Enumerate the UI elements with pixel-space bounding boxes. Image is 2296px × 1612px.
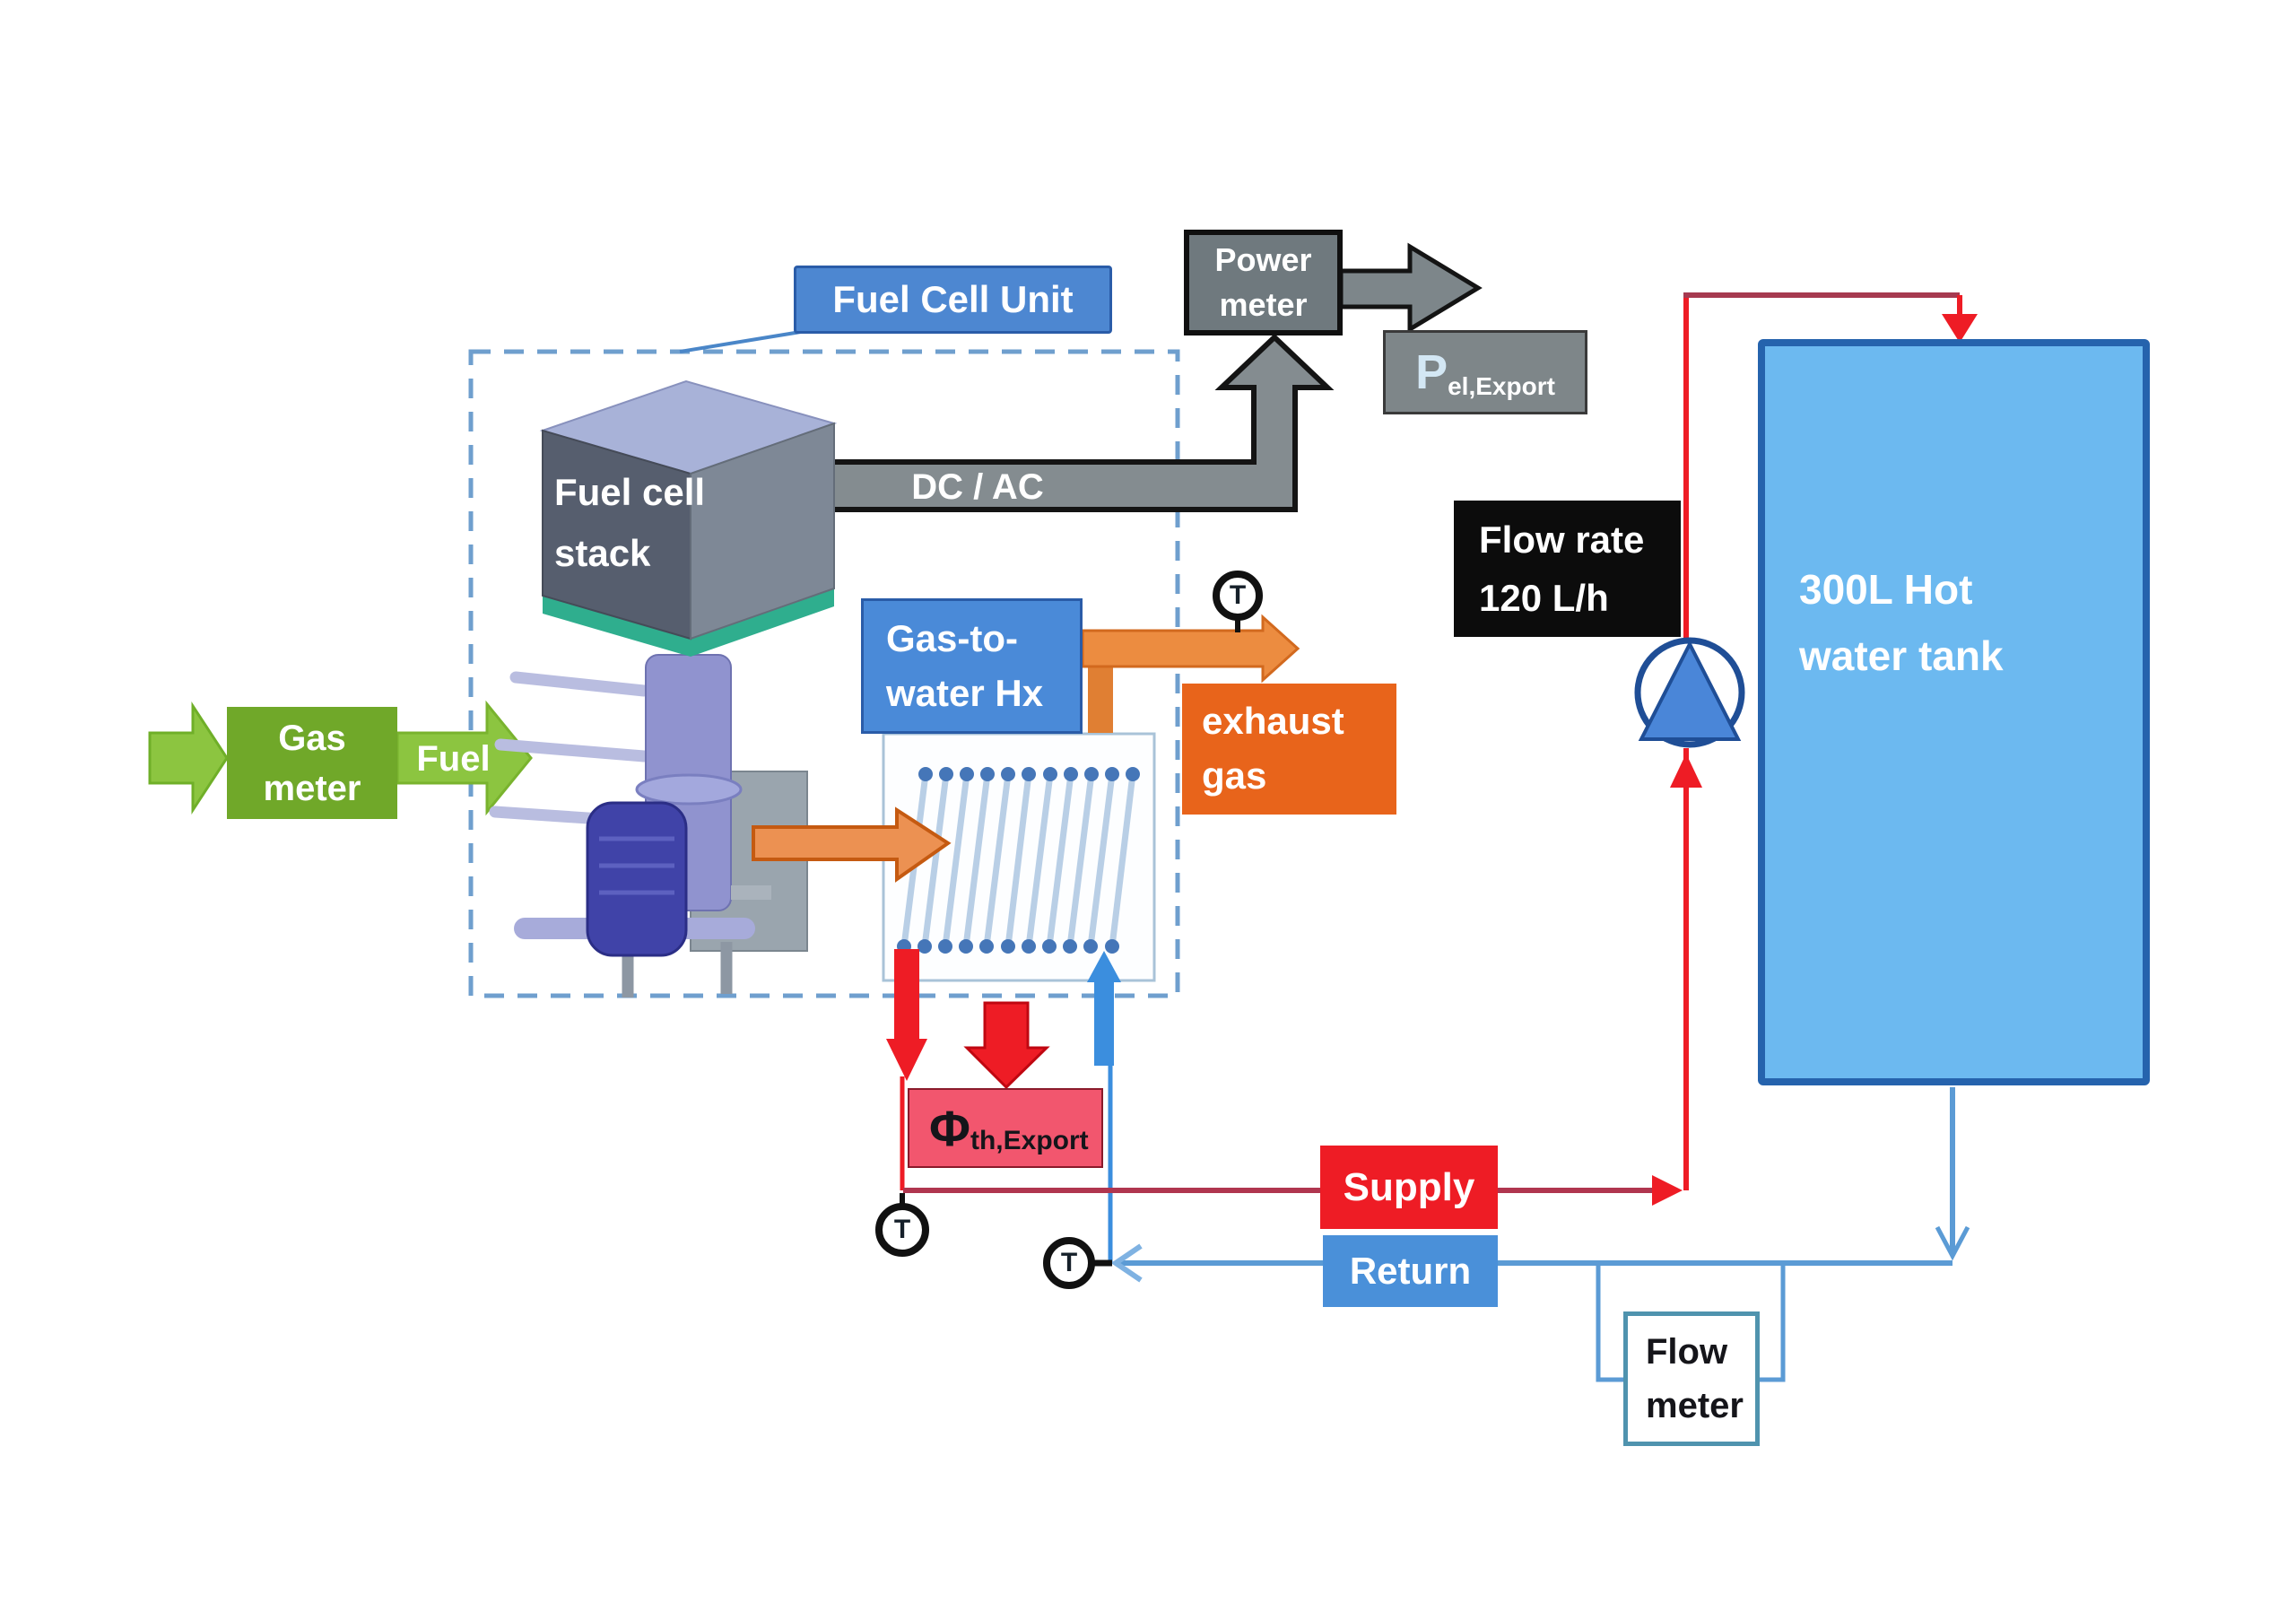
hx-label-line2: water Hx xyxy=(886,671,1044,714)
supply-temp-sensor-icon xyxy=(875,1203,929,1257)
stack-teal-band xyxy=(543,588,834,657)
fuel-cell-unit-label: Fuel Cell Unit xyxy=(794,266,1112,334)
flow-rate-line1: Flow rate xyxy=(1479,518,1645,561)
stack-cube-side xyxy=(690,422,835,640)
power-meter-output-arrow xyxy=(1338,242,1483,334)
power-meter-box: Power meter xyxy=(1184,230,1343,335)
cold-water-in-arrow xyxy=(1087,951,1121,1066)
gas-meter-label: Gas meter xyxy=(263,718,361,808)
hx-label-line1: Gas-to- xyxy=(886,616,1018,659)
supply-temp-sensor-label: T xyxy=(893,1215,911,1244)
hot-water-out-arrow xyxy=(886,949,927,1081)
hot-water-tank: 300L Hot water tank xyxy=(1758,339,2150,1085)
exhaust-gas-arrow xyxy=(1081,614,1300,684)
fuel-arrow xyxy=(396,700,533,816)
exhaust-gas-label: exhaust gas xyxy=(1202,700,1344,797)
gas-to-water-hx-box: Gas-to- water Hx xyxy=(861,598,1083,734)
p-el-subscript: el,Export xyxy=(1448,372,1555,400)
gas-meter-box: Gas meter xyxy=(227,707,397,819)
pump-icon xyxy=(1634,637,1745,748)
dc-ac-electric-arrow xyxy=(776,333,1335,512)
thermal-export-arrow xyxy=(963,1001,1050,1090)
stack-column-ring xyxy=(635,773,743,806)
power-meter-label: Power meter xyxy=(1214,240,1312,323)
supply-box: Supply xyxy=(1320,1146,1498,1229)
phi-subscript: th,Export xyxy=(970,1125,1089,1155)
exhaust-temp-sensor-icon xyxy=(1213,571,1263,621)
gas-inlet-arrow xyxy=(148,701,229,815)
exhaust-gas-box: exhaust gas xyxy=(1182,684,1396,815)
tank-feed-arrowhead xyxy=(1942,314,1978,343)
exhaust-temp-sensor-label: T xyxy=(1229,580,1247,610)
tank-return-arrowhead xyxy=(1935,1225,1970,1261)
return-box: Return xyxy=(1323,1235,1498,1307)
flow-rate-box: Flow rate 120 L/h xyxy=(1454,501,1681,637)
hot-water-tank-label: 300L Hot water tank xyxy=(1799,566,2004,679)
fuel-cell-unit-dashed-boundary xyxy=(468,349,1180,998)
stack-pipe-upper xyxy=(509,671,650,697)
heat-exchanger-tube-ends xyxy=(897,767,1140,954)
return-line-arrowhead xyxy=(1110,1243,1143,1283)
flow-meter-label: Flow meter xyxy=(1646,1332,1744,1425)
flow-meter-box: Flow meter xyxy=(1623,1311,1760,1446)
return-temp-sensor-icon xyxy=(1043,1237,1095,1289)
exhaust-elbow-pipe xyxy=(1088,659,1113,733)
fuel-arrow-label: Fuel xyxy=(416,738,491,779)
fuel-cell-stack-illustration xyxy=(489,379,838,998)
stack-canister xyxy=(586,801,688,957)
fuel-cell-unit-label-connector xyxy=(679,328,813,353)
stack-pipe-middle xyxy=(494,738,650,762)
phi-symbol: Φ xyxy=(929,1100,970,1156)
pump-inlet-arrowhead xyxy=(1670,754,1702,788)
flow-rate-line2: 120 L/h xyxy=(1479,577,1609,619)
flow-meter-bypass xyxy=(1596,1263,1786,1382)
dc-ac-label: DC / AC xyxy=(911,466,1044,507)
hot-gas-arrow xyxy=(752,806,952,883)
return-temp-sensor-label: T xyxy=(1060,1248,1078,1277)
fuel-cell-stack-label: Fuel cell stack xyxy=(554,471,706,575)
p-el-symbol: P xyxy=(1415,345,1448,399)
supply-line-arrowhead xyxy=(1652,1175,1683,1206)
